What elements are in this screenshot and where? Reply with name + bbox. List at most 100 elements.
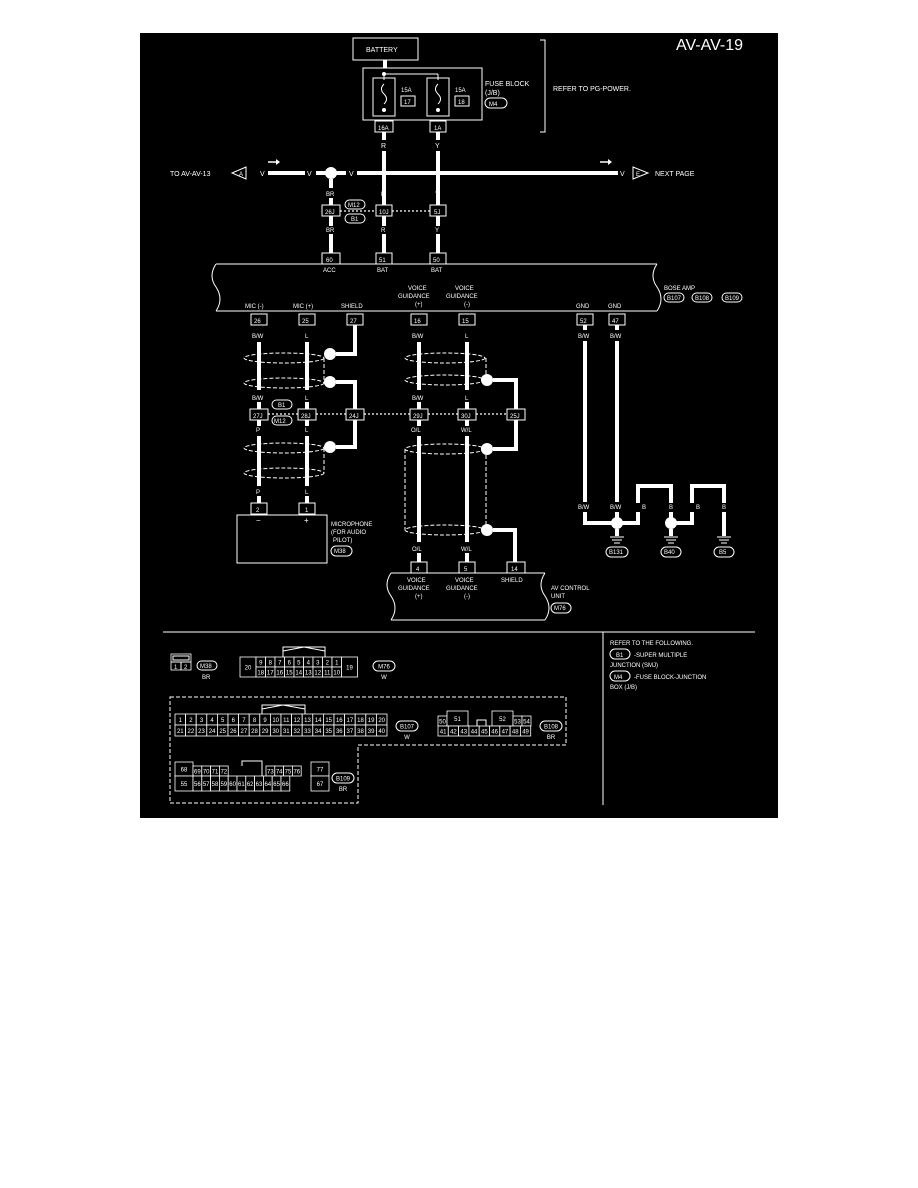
pin-label: 63 xyxy=(256,782,263,788)
pin-label: 23 xyxy=(198,729,205,735)
svg-text:M38: M38 xyxy=(200,664,212,670)
svg-text:GUIDANCE: GUIDANCE xyxy=(398,586,430,592)
svg-text:(FOR AUDIO: (FOR AUDIO xyxy=(331,530,366,536)
pin-label: 30 xyxy=(272,729,279,735)
svg-text:W/L: W/L xyxy=(461,547,472,553)
svg-text:Y: Y xyxy=(435,228,439,234)
pin-label: 65 xyxy=(273,782,280,788)
svg-text:ACC: ACC xyxy=(323,268,336,274)
svg-text:L: L xyxy=(465,396,469,402)
svg-text:5: 5 xyxy=(464,567,468,573)
pin-label: 13 xyxy=(304,718,311,724)
left-page-ref[interactable]: TO AV-AV-13 xyxy=(170,171,211,178)
svg-text:47: 47 xyxy=(612,319,619,325)
pin-label: 60 xyxy=(229,782,236,788)
svg-text:B/W: B/W xyxy=(610,505,622,511)
svg-text:2: 2 xyxy=(184,665,188,671)
connector-b1-badge: B1 xyxy=(351,217,359,223)
svg-text:MIC (-): MIC (-) xyxy=(245,304,264,310)
svg-text:-FUSE BLOCK-JUNCTION: -FUSE BLOCK-JUNCTION xyxy=(634,675,706,681)
pin-label: 27 xyxy=(241,729,248,735)
pin-label: 32 xyxy=(294,729,301,735)
pin-label: 36 xyxy=(336,729,343,735)
svg-text:25: 25 xyxy=(302,319,309,325)
svg-text:BR: BR xyxy=(547,735,556,741)
pin-label: 33 xyxy=(304,729,311,735)
svg-text:R: R xyxy=(381,192,386,198)
svg-text:26: 26 xyxy=(254,319,261,325)
pin-label: 10 xyxy=(272,718,279,724)
svg-text:B/W: B/W xyxy=(610,334,622,340)
pin-label: 46 xyxy=(491,730,498,736)
pin-label: 19 xyxy=(346,666,353,672)
svg-text:(-): (-) xyxy=(464,594,470,600)
svg-text:B: B xyxy=(642,505,646,511)
svg-text:B1: B1 xyxy=(278,403,286,409)
connector-m38-badge: M38 xyxy=(334,549,346,555)
battery: BATTERY xyxy=(352,37,419,61)
mic-wiring: B/W L xyxy=(243,325,357,409)
pin-label: 17 xyxy=(267,671,274,677)
pin-label: 59 xyxy=(220,782,227,788)
svg-text:25J: 25J xyxy=(510,414,520,420)
svg-text:V: V xyxy=(307,171,312,178)
svg-text:16: 16 xyxy=(414,319,421,325)
pin-label: 51 xyxy=(454,717,461,723)
refer-pg-power: REFER TO PG-POWER. xyxy=(553,86,631,93)
pin-label: 16 xyxy=(276,671,283,677)
svg-text:BR: BR xyxy=(339,787,348,793)
pin-label: 75 xyxy=(285,770,292,776)
svg-text:JUNCTION (SMJ): JUNCTION (SMJ) xyxy=(610,663,658,669)
svg-text:30J: 30J xyxy=(461,414,471,420)
pin-label: 55 xyxy=(181,782,188,788)
pin-label: 15 xyxy=(286,671,293,677)
pin-label: 52 xyxy=(499,717,506,723)
bose-amp-label: BOSE AMP xyxy=(664,286,695,292)
ground-b131 xyxy=(605,546,629,558)
svg-text:B107: B107 xyxy=(400,725,415,731)
svg-text:1A: 1A xyxy=(434,126,441,132)
next-page-ref[interactable]: NEXT PAGE xyxy=(655,171,695,178)
pin-label: 73 xyxy=(267,770,274,776)
svg-text:27J: 27J xyxy=(253,414,263,420)
pin-label: 7 xyxy=(278,661,282,667)
pin-label: 4 xyxy=(210,718,214,724)
svg-text:60: 60 xyxy=(326,258,333,264)
pin-label: 20 xyxy=(245,666,252,672)
microphone: 2 1 − + MICROPHONE (FOR AUDIO PILOT) M38 xyxy=(236,502,372,564)
svg-text:15: 15 xyxy=(462,319,469,325)
svg-text:W: W xyxy=(404,735,410,741)
pin-label: 47 xyxy=(502,730,509,736)
svg-text:O/L: O/L xyxy=(412,547,422,553)
svg-text:BR: BR xyxy=(202,675,211,681)
ground-b5 xyxy=(713,546,735,558)
svg-text:VOICE: VOICE xyxy=(408,286,427,292)
microphone-label: MICROPHONE xyxy=(331,522,372,528)
pin-label: 20 xyxy=(378,718,385,724)
svg-text:L: L xyxy=(465,334,469,340)
svg-text:GUIDANCE: GUIDANCE xyxy=(398,294,430,300)
svg-text:B/W: B/W xyxy=(412,334,424,340)
pin-label: 18 xyxy=(257,671,264,677)
pin-label: 17 xyxy=(347,718,354,724)
svg-text:V: V xyxy=(260,171,265,178)
svg-text:GND: GND xyxy=(576,304,590,310)
pin-label: 70 xyxy=(203,770,210,776)
svg-text:16A: 16A xyxy=(378,126,389,132)
svg-text:R: R xyxy=(381,228,386,234)
svg-text:L: L xyxy=(305,334,309,340)
pin-label: 76 xyxy=(293,770,300,776)
fuse-18-number: 18 xyxy=(458,100,465,106)
svg-text:B108: B108 xyxy=(544,725,559,731)
svg-text:Y: Y xyxy=(435,143,440,150)
svg-text:SHIELD: SHIELD xyxy=(341,304,363,310)
svg-text:B107: B107 xyxy=(667,296,682,302)
svg-text:L: L xyxy=(305,428,309,434)
svg-text:B1: B1 xyxy=(616,653,624,659)
pin-label: 7 xyxy=(242,718,246,724)
pin-label: 57 xyxy=(203,782,210,788)
svg-text:M12: M12 xyxy=(274,419,286,425)
